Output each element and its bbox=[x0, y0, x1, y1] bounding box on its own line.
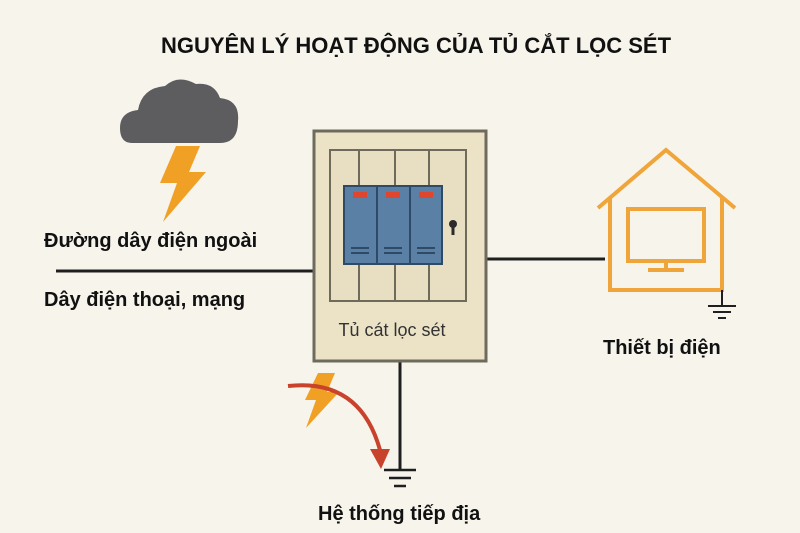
page-title: NGUYÊN LÝ HOẠT ĐỘNG CỦA TỦ CẮT LỌC SÉT bbox=[160, 33, 672, 58]
storm-cloud-icon bbox=[120, 79, 239, 143]
curved-arrow-icon bbox=[287, 383, 390, 469]
outer-power-line-label: Đường dây điện ngoài bbox=[44, 230, 258, 252]
ground-symbol-icon bbox=[708, 290, 736, 319]
surge-modules bbox=[343, 185, 443, 265]
surge-protection-cabinet bbox=[312, 129, 488, 363]
ground-symbol-icon bbox=[384, 468, 416, 488]
house-icon bbox=[596, 147, 737, 292]
lock-icon bbox=[449, 220, 457, 235]
lightning-bolt-icon bbox=[160, 146, 206, 222]
phone-network-line-label: Dây điện thoại, mạng bbox=[44, 289, 246, 311]
lightning-bolt-icon bbox=[305, 373, 339, 428]
electrical-device-label: Thiết bị điện bbox=[603, 337, 721, 359]
cabinet-label: Tủ cát lọc sét bbox=[338, 320, 446, 340]
grounding-system-label: Hệ thống tiếp địa bbox=[318, 503, 481, 525]
